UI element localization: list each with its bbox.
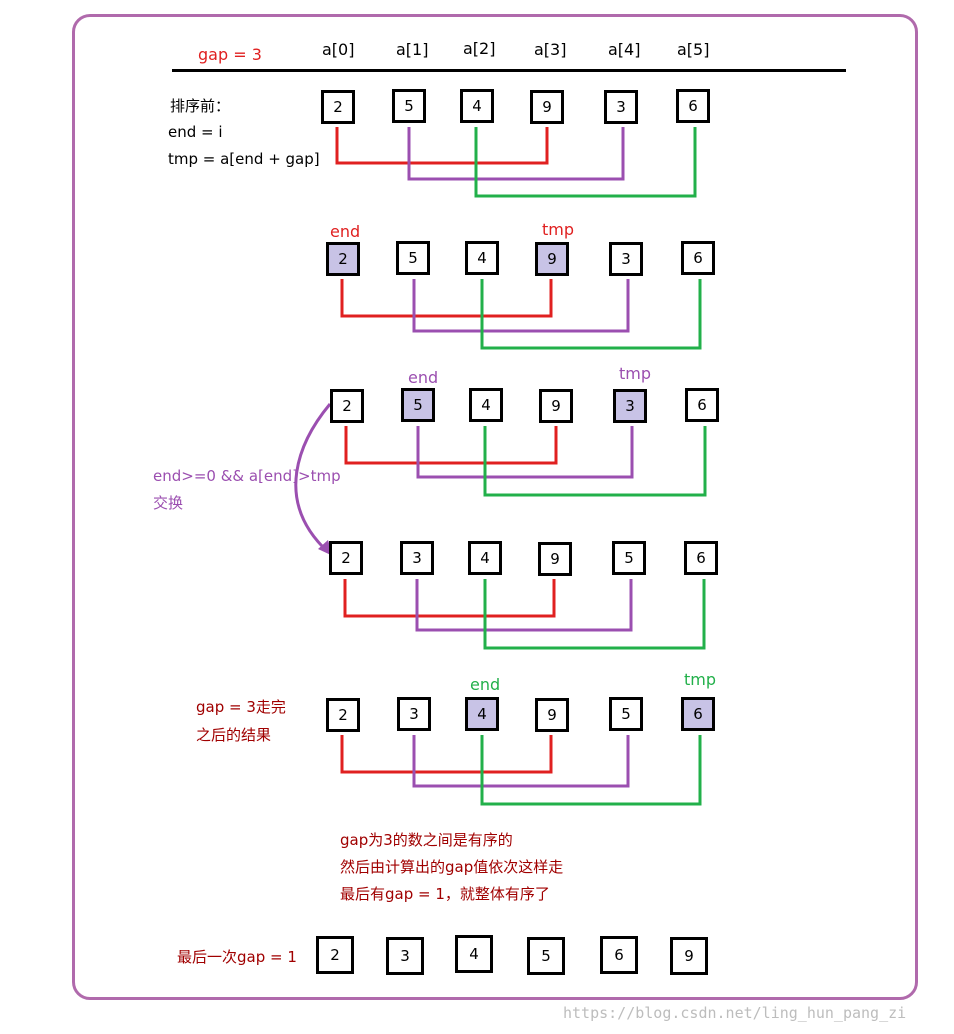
header-divider: [172, 69, 846, 72]
array-cell: 6: [684, 541, 718, 575]
final-gap-label: 最后一次gap = 1: [177, 948, 297, 966]
green-group-line: [480, 735, 702, 806]
condition-note: end>=0 && a[end]>tmp: [153, 467, 341, 485]
array-cell: 4: [465, 241, 499, 275]
array-cell: 4: [460, 89, 494, 123]
array-cell: 9: [539, 389, 573, 423]
array-cell: 9: [538, 542, 572, 576]
end-pointer-label: end: [408, 368, 439, 387]
result-note-1: gap = 3走完: [196, 698, 286, 716]
red-group-line: [343, 579, 556, 618]
array-cell: 3: [613, 389, 647, 423]
green-group-line: [480, 279, 702, 350]
index-label-5: a[5]: [677, 40, 710, 59]
red-group-line: [340, 279, 553, 318]
index-label-2: a[2]: [463, 39, 496, 58]
array-cell: 5: [392, 89, 426, 123]
green-group-line: [483, 579, 706, 650]
purple-group-line: [412, 279, 630, 333]
array-cell: 5: [609, 697, 643, 731]
array-cell: 2: [321, 90, 355, 124]
array-cell: 5: [401, 388, 435, 422]
tmp-pointer-label: tmp: [619, 364, 652, 383]
red-group-line: [344, 426, 558, 465]
red-group-line: [335, 127, 549, 165]
index-label-4: a[4]: [608, 40, 641, 59]
before-end-note: end = i: [168, 123, 223, 141]
red-group-line: [340, 735, 553, 774]
watermark-text: https://blog.csdn.net/ling_hun_pang_zi: [563, 1004, 907, 1022]
summary-note-3: 最后有gap = 1，就整体有序了: [340, 885, 550, 903]
summary-note-2: 然后由计算出的gap值依次这样走: [340, 858, 564, 876]
swap-arrow: [294, 403, 332, 554]
tmp-pointer-label: tmp: [684, 670, 717, 689]
array-cell: 4: [465, 697, 499, 731]
array-cell: 2: [316, 936, 354, 974]
array-cell: 5: [527, 937, 565, 975]
index-label-0: a[0]: [322, 40, 355, 59]
end-pointer-label: end: [470, 675, 501, 694]
array-cell: 9: [530, 90, 564, 124]
purple-group-line: [407, 127, 625, 181]
swap-note: 交换: [153, 494, 184, 512]
index-label-1: a[1]: [396, 40, 429, 59]
array-cell: 6: [681, 241, 715, 275]
result-note-2: 之后的结果: [196, 726, 272, 744]
array-cell: 2: [326, 242, 360, 276]
array-cell: 5: [612, 541, 646, 575]
tmp-pointer-label: tmp: [542, 220, 575, 239]
array-cell: 6: [681, 697, 715, 731]
array-cell: 3: [604, 90, 638, 124]
summary-note-1: gap为3的数之间是有序的: [340, 831, 513, 849]
diagram-frame: [72, 14, 918, 1000]
array-cell: 2: [326, 698, 360, 732]
purple-group-line: [415, 579, 633, 632]
array-cell: 2: [329, 541, 363, 575]
array-cell: 9: [670, 937, 708, 975]
array-cell: 3: [400, 541, 434, 575]
array-cell: 9: [535, 698, 569, 732]
array-cell: 3: [609, 242, 643, 276]
array-cell: 4: [469, 388, 503, 422]
array-cell: 6: [600, 936, 638, 974]
array-cell: 4: [468, 541, 502, 575]
green-group-line: [483, 426, 707, 497]
array-cell: 4: [455, 935, 493, 973]
array-cell: 3: [386, 937, 424, 975]
gap-label: gap = 3: [198, 45, 262, 64]
array-cell: 5: [396, 241, 430, 275]
green-group-line: [474, 127, 697, 198]
array-cell: 9: [535, 242, 569, 276]
purple-group-line: [416, 426, 634, 479]
end-pointer-label: end: [330, 222, 361, 241]
index-label-3: a[3]: [534, 40, 567, 59]
before-tmp-note: tmp = a[end + gap]: [168, 150, 320, 168]
array-cell: 6: [676, 89, 710, 123]
array-cell: 2: [330, 389, 364, 423]
before-title: 排序前：: [170, 97, 231, 115]
purple-group-line: [412, 735, 630, 788]
array-cell: 3: [397, 697, 431, 731]
array-cell: 6: [685, 388, 719, 422]
